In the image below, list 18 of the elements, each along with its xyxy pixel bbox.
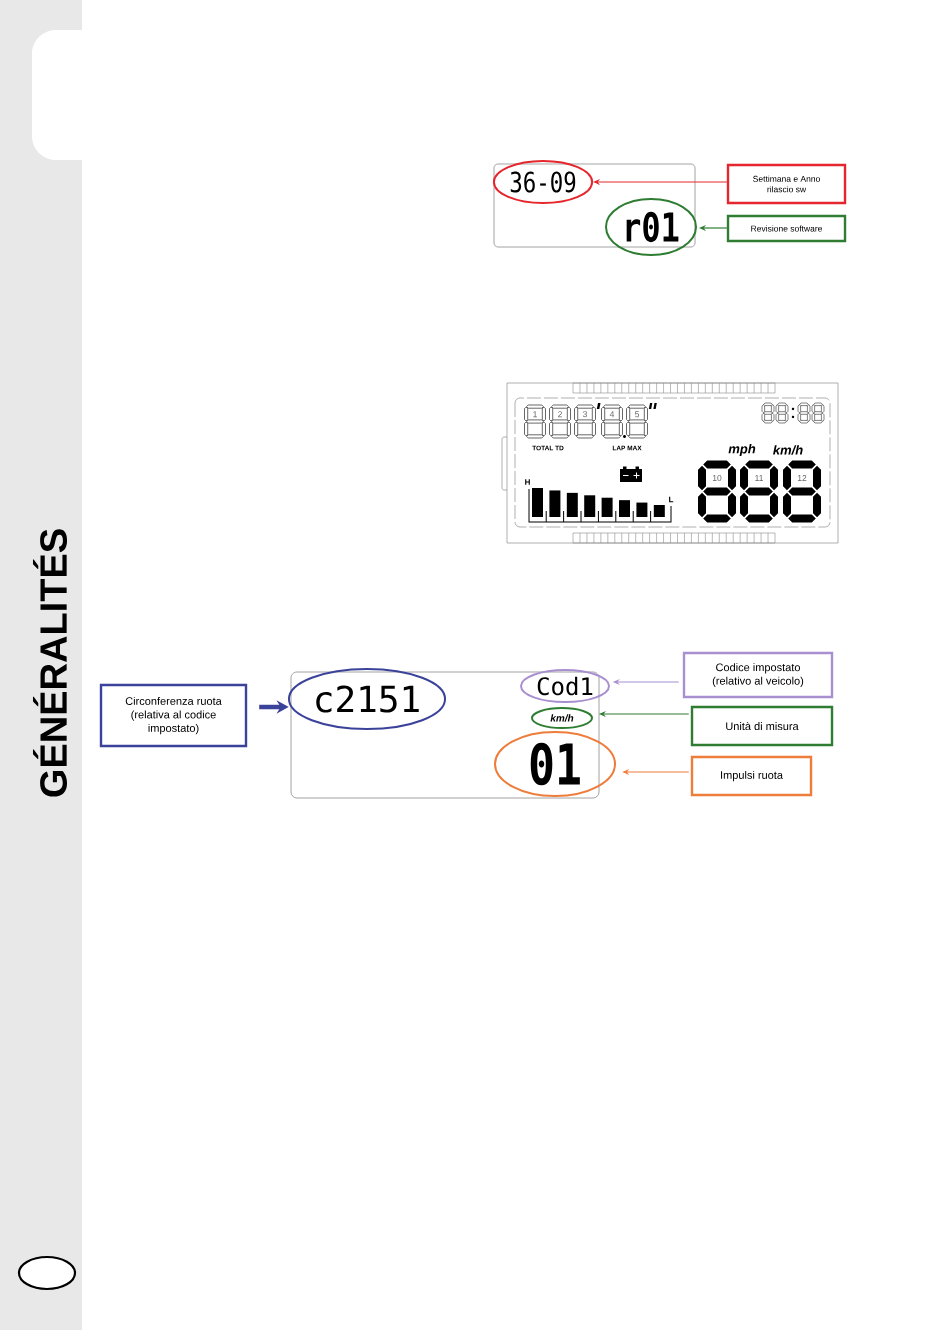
digit-number: 1 (533, 411, 537, 418)
indicator-label: L (669, 496, 674, 503)
digit-number: 4 (609, 411, 615, 418)
digit-number: 5 (635, 411, 639, 418)
digit-number: 2 (558, 411, 562, 418)
unit-label: km/h (773, 445, 803, 455)
indicator-label: H (525, 479, 530, 485)
digit-number: 12 (797, 475, 807, 481)
callout-box: Unità di misura (690, 705, 834, 747)
callout-box: Circonferenza ruota (relativa al codice impostato) (99, 683, 248, 748)
digit-number: 11 (755, 475, 763, 481)
callout-box: Revisione software (726, 214, 847, 243)
digit-number: 10 (712, 475, 722, 481)
digit-number: 3 (582, 411, 587, 418)
unit-label: mph (728, 443, 756, 457)
callout-box: Codice impostato (relativo al veicolo) (682, 651, 834, 699)
callout-box: Impulsi ruota (690, 755, 813, 797)
callout-box: Settimana e Anno rilascio sw (726, 163, 847, 205)
